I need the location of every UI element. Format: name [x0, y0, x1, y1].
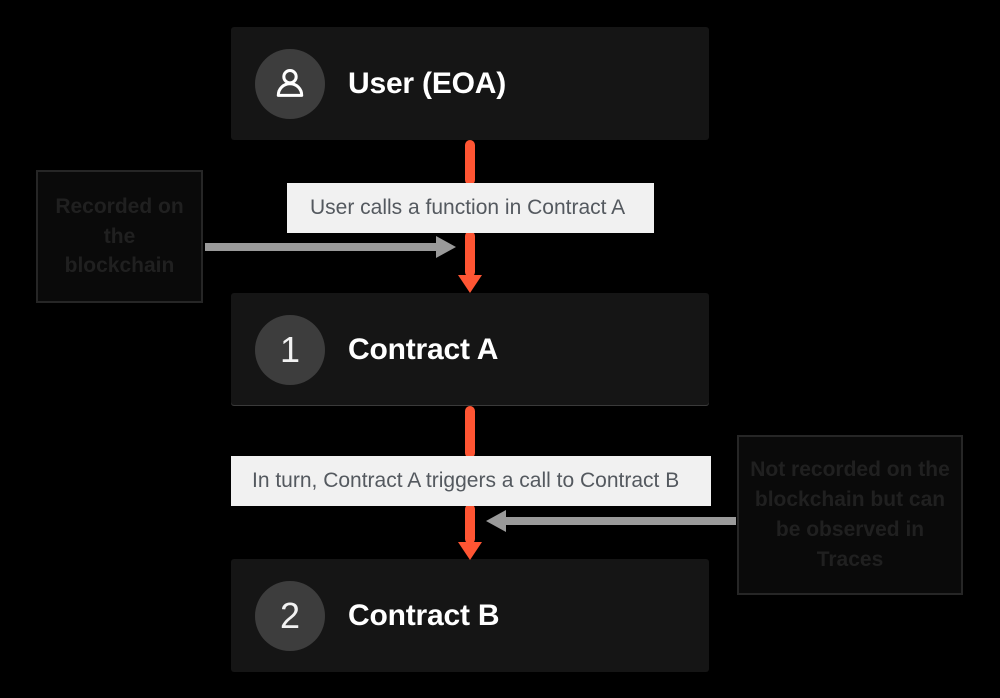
arrow-shaft: [465, 140, 475, 185]
arrow-shaft: [205, 243, 437, 251]
arrow-head-down-icon: [458, 542, 482, 560]
arrow-shaft: [504, 517, 736, 525]
flow-arrow-user-to-caption1: [462, 140, 478, 185]
arrow-shaft: [465, 504, 475, 544]
arrow-head-down-icon: [458, 275, 482, 293]
step-number-1: 1: [279, 328, 301, 370]
caption-user-calls-contract-a: User calls a function in Contract A: [287, 183, 654, 233]
caption-contract-a-triggers-contract-b: In turn, Contract A triggers a call to C…: [231, 456, 711, 506]
flow-arrow-contract-a-to-caption2: [462, 406, 478, 458]
node-contract-a-label: Contract A: [348, 332, 499, 366]
node-user-eoa[interactable]: User (EOA): [231, 27, 709, 140]
flow-arrow-caption1-to-contract-a: [458, 231, 482, 293]
person-icon: [276, 68, 304, 97]
arrow-shaft: [465, 231, 475, 277]
arrow-shaft: [465, 406, 475, 458]
annotation-not-recorded-traces: Not recorded on the blockchain but can b…: [737, 435, 963, 595]
flow-arrow-caption2-to-contract-b: [458, 504, 482, 560]
node-user-eoa-label: User (EOA): [348, 66, 507, 100]
annotation-arrow-right: [205, 236, 456, 258]
person-avatar-badge: [255, 48, 325, 119]
node-contract-b-label: Contract B: [348, 598, 500, 632]
step-number-badge-1: 1: [255, 314, 325, 385]
annotation-arrow-left: [486, 510, 736, 532]
arrow-head-left-icon: [486, 510, 506, 532]
step-number-badge-2: 2: [255, 580, 325, 651]
node-contract-b[interactable]: 2 Contract B: [231, 559, 709, 672]
annotation-recorded-on-blockchain: Recorded on the blockchain: [36, 170, 203, 303]
arrow-head-right-icon: [436, 236, 456, 258]
step-number-2: 2: [279, 594, 301, 636]
node-contract-a[interactable]: 1 Contract A: [231, 293, 709, 406]
